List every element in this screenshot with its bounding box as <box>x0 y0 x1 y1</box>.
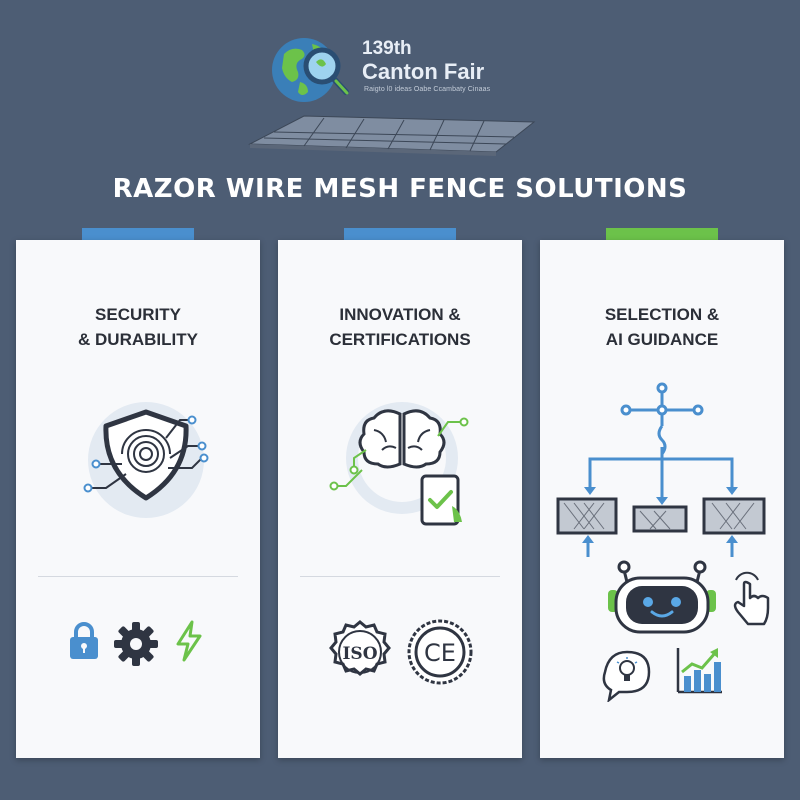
card-title: SELECTION & AI GUIDANCE <box>604 305 720 349</box>
card-selection: SELECTION & AI GUIDANCE <box>540 240 784 758</box>
card-security: SECURITY & DURABILITY <box>16 240 260 758</box>
logo-tagline: Raigto l0 ideas Oabe Ccambaty Cinaas <box>364 86 491 93</box>
lightbulb-bubble-icon <box>602 650 651 702</box>
logo-name: Canton Fair <box>362 59 485 84</box>
canton-fair-logo: 139th Canton Fair Raigto l0 ideas Oabe C… <box>270 32 530 112</box>
card-title: INNOVATION & CERTIFICATIONS <box>329 305 471 349</box>
divider <box>38 576 238 577</box>
globe-magnifier-icon <box>272 38 349 102</box>
exhibition-hall-icon <box>248 115 536 156</box>
growth-chart-icon <box>676 648 722 694</box>
card-title: SECURITY & DURABILITY <box>78 305 198 349</box>
logo-edition: 139th <box>362 38 412 59</box>
fence-selection-diagram <box>556 447 766 557</box>
shield-fingerprint-icon <box>83 402 209 518</box>
ce-seal-icon: CE <box>407 619 473 685</box>
fence-panel-icon <box>556 497 766 535</box>
robot-icon <box>608 560 716 634</box>
gear-icon <box>114 622 158 666</box>
page-title: RAZOR WIRE MESH FENCE SOLUTIONS <box>112 174 688 204</box>
iso-seal-icon: ISO <box>329 620 391 676</box>
lightning-icon <box>176 620 202 662</box>
ce-badge-text: CE <box>424 639 456 667</box>
card-innovation: INNOVATION & CERTIFICATIONS <box>278 240 522 758</box>
brain-tablet-icon <box>329 402 469 526</box>
hand-pointer-icon <box>733 571 770 626</box>
iso-badge-text: ISO <box>342 644 377 664</box>
decision-tree-icon <box>620 382 704 455</box>
divider <box>300 576 500 577</box>
lock-icon <box>70 622 98 659</box>
